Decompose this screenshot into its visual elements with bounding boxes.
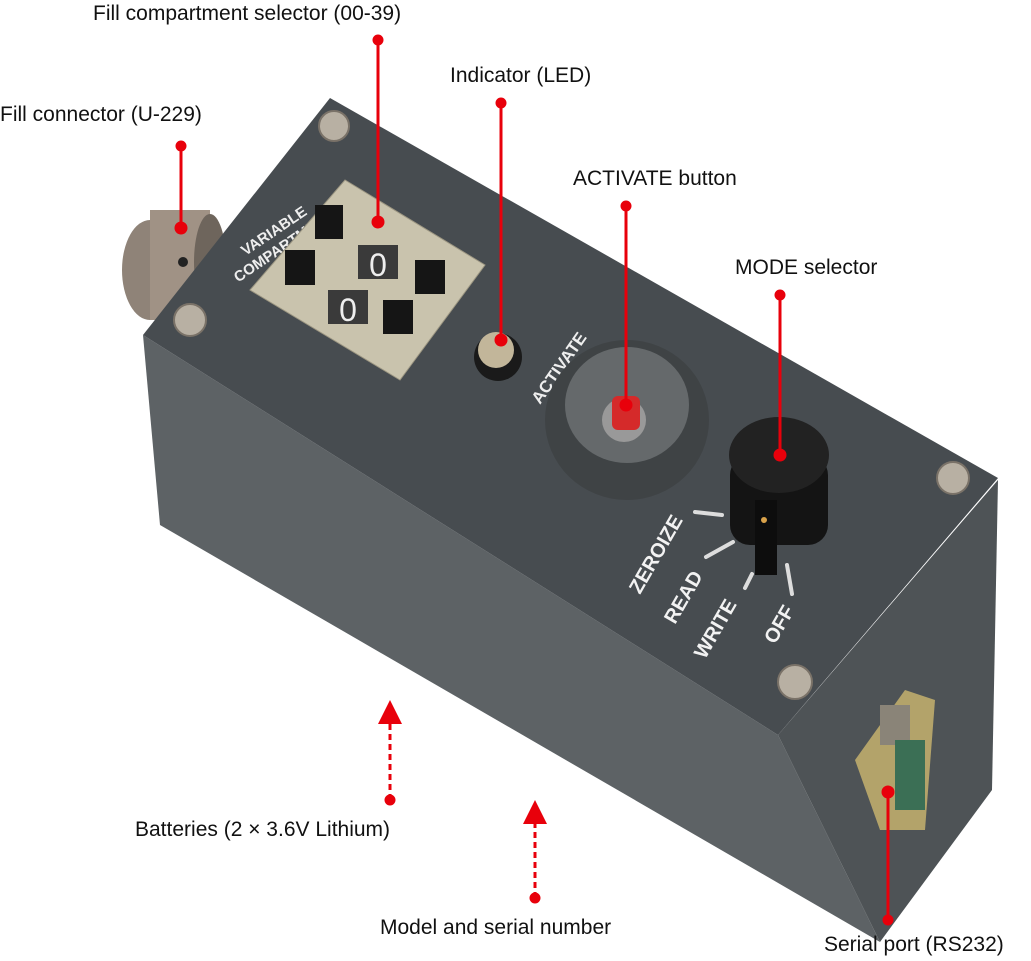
label-fill-connector: Fill connector (U-229) (0, 103, 202, 126)
device-front-face (143, 335, 880, 942)
plus-button-tens[interactable] (415, 260, 445, 294)
label-mode-selector: MODE selector (735, 256, 878, 279)
label-fill-selector: Fill compartment selector (00-39) (93, 2, 402, 25)
label-serial-port: Serial port (RS232) (824, 933, 1004, 956)
plus-button-ones[interactable] (383, 300, 413, 334)
screw-icons (173, 110, 970, 700)
minus-button-ones[interactable] (285, 250, 315, 285)
activate-button[interactable] (545, 340, 709, 500)
serial-port (855, 690, 935, 830)
label-model-serial: Model and serial number (380, 916, 612, 939)
digit-ones: 0 (339, 292, 357, 328)
minus-button-tens[interactable] (315, 205, 343, 239)
digit-tens: 0 (369, 247, 387, 283)
label-activate-button: ACTIVATE button (573, 167, 737, 190)
mode-ticks (693, 510, 794, 596)
label-batteries: Batteries (2 × 3.6V Lithium) (135, 818, 391, 841)
fill-compartment-selector[interactable]: 0 0 (249, 179, 486, 381)
label-indicator: Indicator (LED) (450, 64, 592, 87)
